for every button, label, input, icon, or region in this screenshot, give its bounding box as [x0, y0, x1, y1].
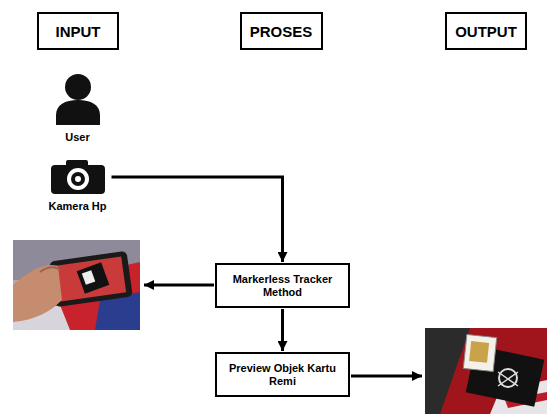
node-label: PROSES [250, 23, 313, 40]
output-arrow [351, 375, 422, 378]
process-box: Markerless Tracker Method [215, 263, 350, 308]
user-icon [55, 73, 101, 125]
column-header: PROSES [240, 12, 323, 50]
user-icon-node: User [40, 68, 115, 148]
camera-icon-node: Kamera Hp [35, 160, 120, 212]
phone-photo [13, 240, 140, 330]
node-label: INPUT [56, 23, 101, 40]
node-label: OUTPUT [455, 23, 517, 40]
output-arrow [144, 284, 214, 287]
node-label: Preview Objek Kartu Remi [225, 362, 340, 388]
process-box: Preview Objek Kartu Remi [215, 352, 350, 397]
column-header: INPUT [37, 12, 119, 50]
node-label: User [65, 131, 89, 143]
flow-arrow [281, 309, 284, 351]
column-header: OUTPUT [445, 12, 527, 50]
node-label: Markerless Tracker Method [225, 273, 340, 299]
node-label: Kamera Hp [48, 200, 106, 212]
card-photo [425, 328, 547, 414]
flow-arrow [112, 177, 283, 262]
camera-icon [50, 160, 106, 194]
